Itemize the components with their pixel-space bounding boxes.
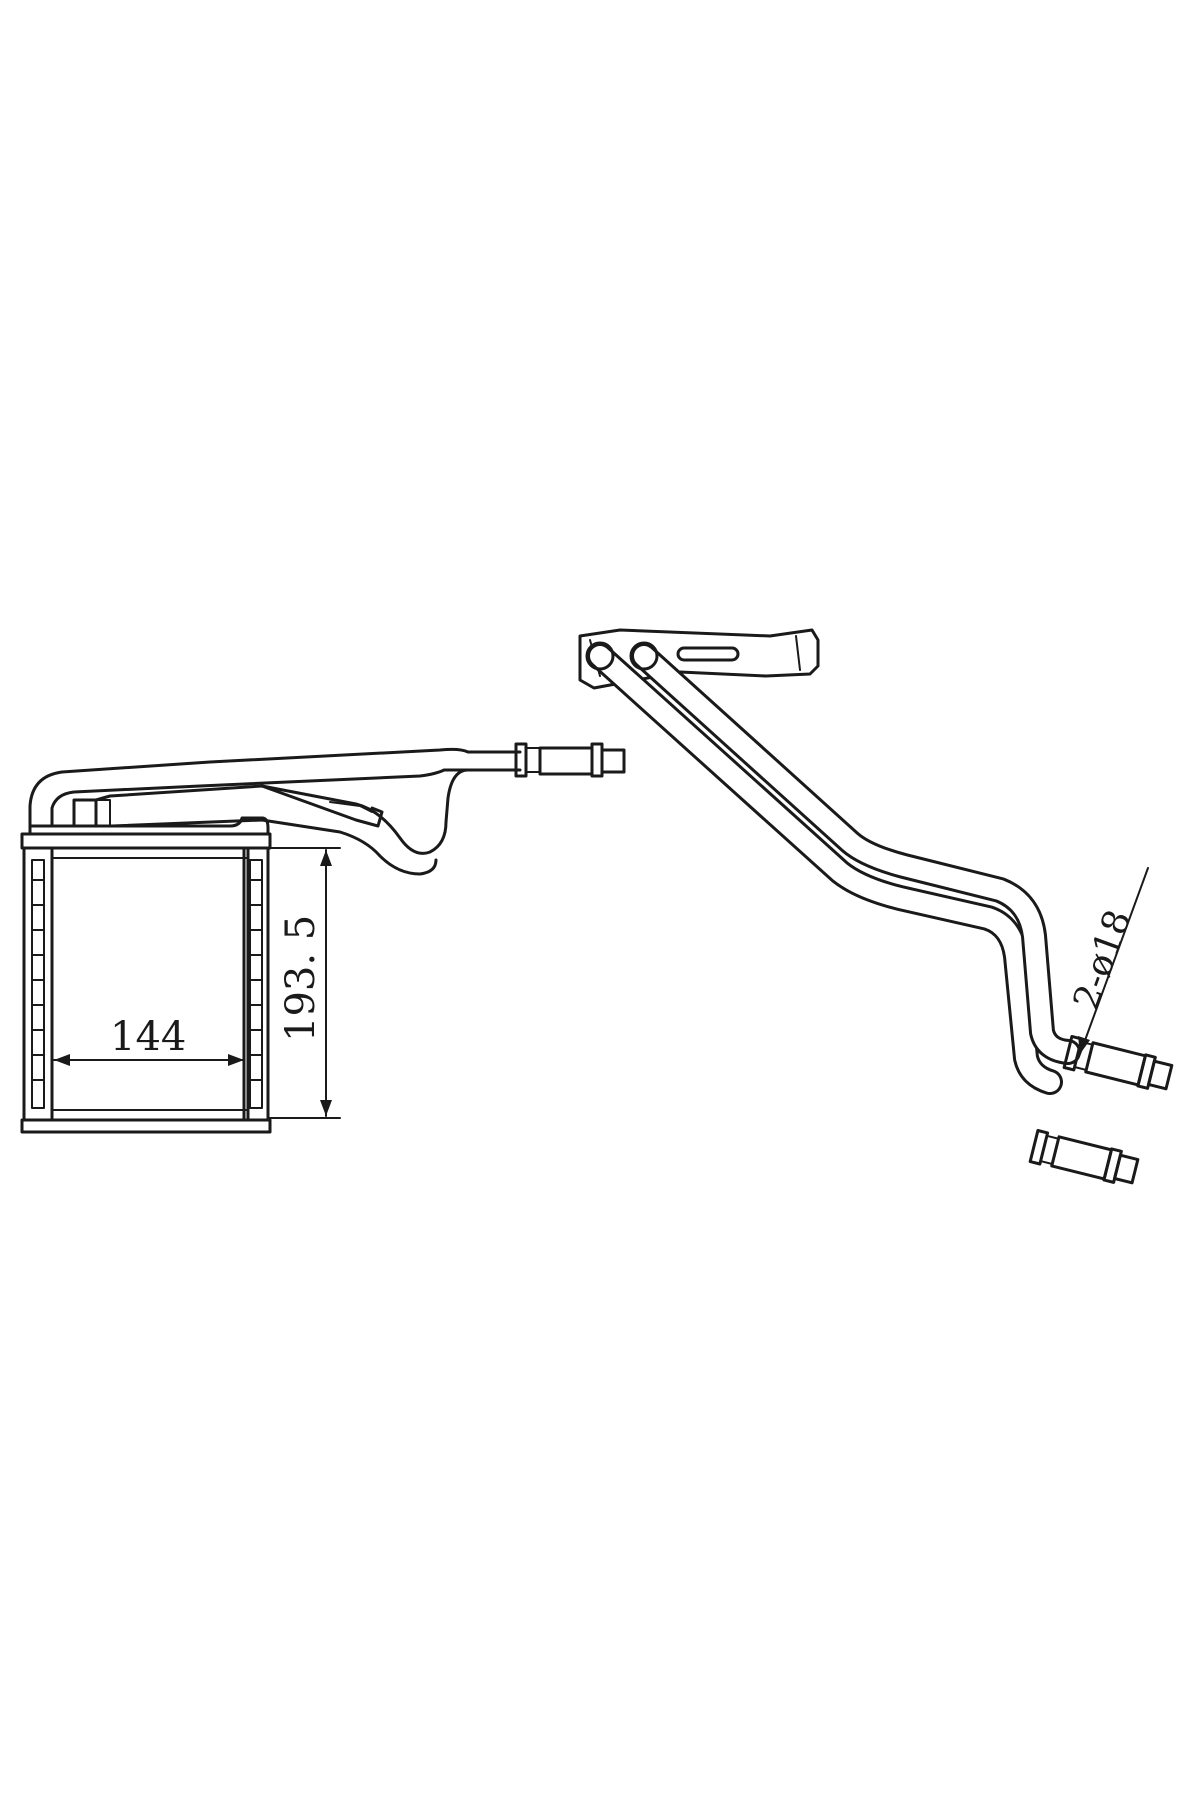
diameter-leader: 2-ø18 [1066, 867, 1149, 1055]
fitting-a [1028, 1129, 1140, 1185]
lower-pipe [94, 768, 470, 855]
lower-pipe-inner [110, 818, 438, 876]
pipe-bracket-hatch [329, 801, 373, 813]
dimension-width-label: 144 [110, 1014, 186, 1060]
pipe-assembly-view: 2-ø18 [578, 628, 1174, 1185]
dimension-width: 144 [53, 1014, 245, 1066]
dimension-height-label: 193. 5 [278, 915, 324, 1042]
left-tank [22, 846, 54, 1122]
pipe-bracket [260, 784, 384, 828]
upper-pipe [28, 747, 522, 828]
upper-pipe-inner [50, 768, 522, 828]
diameter-label: 2-ø18 [1066, 905, 1140, 1015]
bottom-header-plate [20, 1118, 272, 1134]
pipe-a-cap [585, 641, 615, 671]
mounting-bracket [578, 628, 820, 690]
right-tank [242, 846, 270, 1122]
dimension-height: 193. 5 [267, 847, 341, 1119]
outlet-fitting [514, 742, 626, 778]
inlet-stub-left [72, 798, 98, 828]
pipe-b-cap [629, 641, 659, 671]
inlet-stub-right [95, 799, 111, 827]
heater-core-front-view: 144 193. 5 [20, 742, 626, 1134]
bracket-slot [676, 646, 740, 662]
top-header-plate [20, 832, 272, 850]
top-manifold [28, 816, 270, 836]
core-body [50, 846, 250, 1122]
